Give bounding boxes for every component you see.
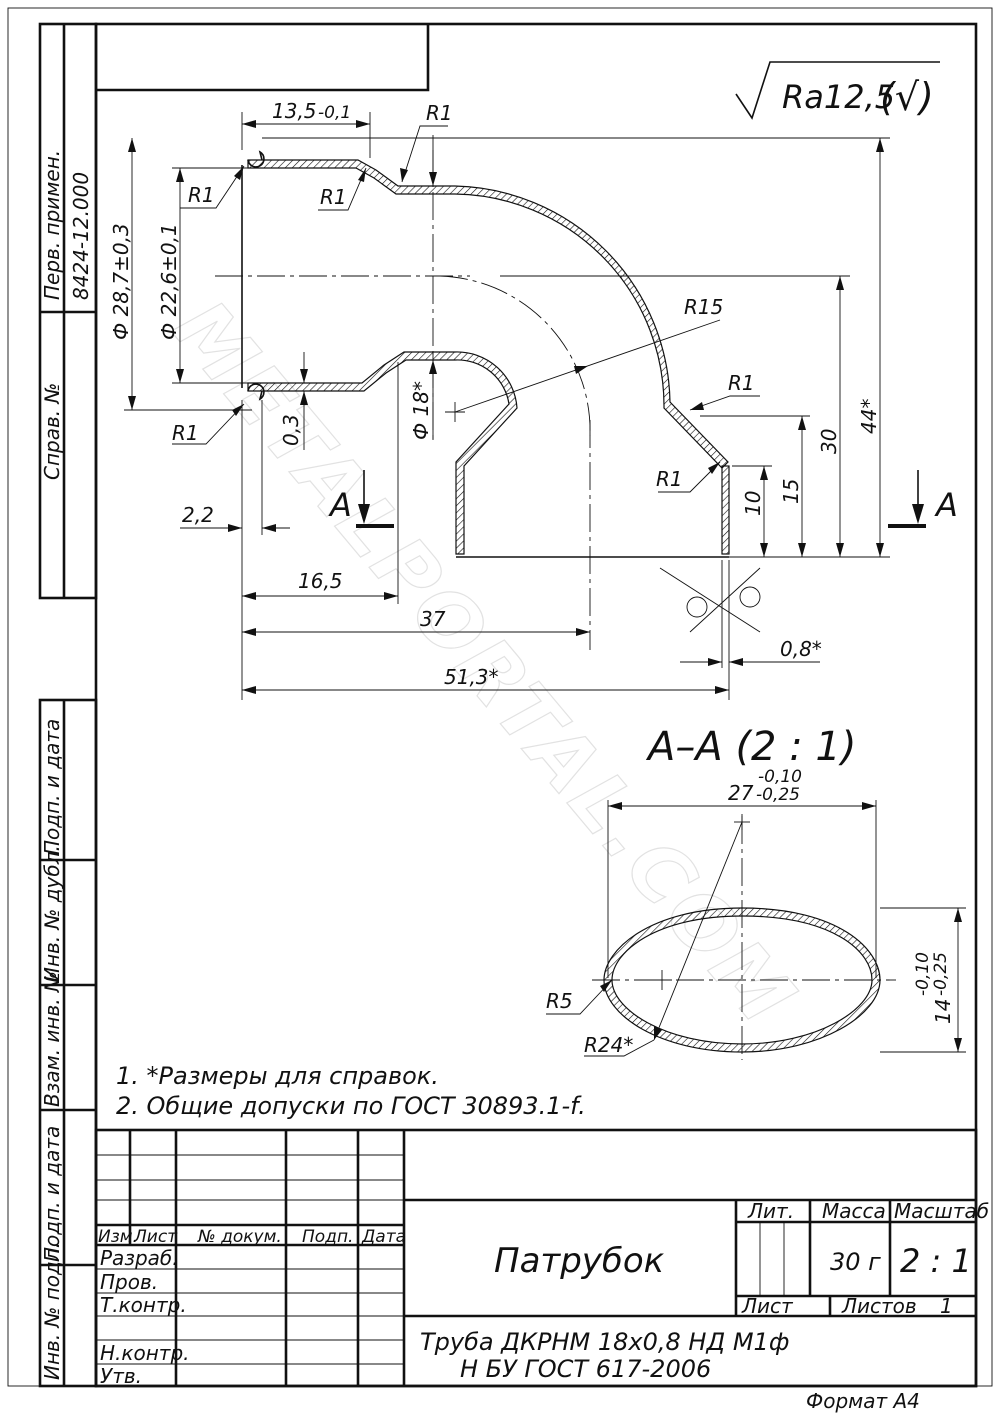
role-razrab: Разраб. xyxy=(100,1246,179,1270)
hdr-podp: Подп. xyxy=(302,1227,353,1247)
dim-0-3: 0,3 xyxy=(279,414,303,446)
dim-13-5: 13,5 xyxy=(272,99,317,123)
dim-10: 10 xyxy=(741,491,765,516)
role-nkontr: Н.контр. xyxy=(100,1341,190,1365)
dim-44: 44* xyxy=(857,399,881,434)
list-label: Лист xyxy=(741,1294,794,1318)
section-r5: R5 xyxy=(546,989,573,1013)
note-2: 2. Общие допуски по ГОСТ 30893.1-f. xyxy=(116,1092,586,1120)
listov-value: 1 xyxy=(940,1294,953,1318)
podp-data-label-1: Подп. и дата xyxy=(40,719,64,855)
masshtab-label: Масштаб xyxy=(894,1199,989,1223)
dim-r1-left-lower: R1 xyxy=(172,421,199,445)
main-view: 13,5 -0,1 R1 R1 R1 Ф 28,7±0,3 Ф 22,6±0,1 xyxy=(109,99,958,700)
section-width-tol-upper: -0,10 xyxy=(758,767,802,787)
massa-label: Масса xyxy=(822,1199,886,1223)
material-line-1: Труба ДКРНМ 18х0,8 НД М1ф xyxy=(420,1328,789,1356)
hdr-doc: № докум. xyxy=(197,1227,282,1247)
section-height-tol-lower: -0,25 xyxy=(931,952,951,996)
section-mark-right: A xyxy=(888,470,958,528)
dim-r1-mid-upper: R1 xyxy=(320,185,347,209)
dim-2-2: 2,2 xyxy=(182,503,214,527)
podp-data-label-2: Подп. и дата xyxy=(40,1126,64,1262)
lit-label: Лит. xyxy=(747,1199,794,1223)
material-line-2: Н БУ ГОСТ 617-2006 xyxy=(460,1355,711,1383)
role-tkontr: Т.контр. xyxy=(100,1293,187,1317)
hdr-izm: Изм. xyxy=(98,1227,138,1247)
dim-0-8: 0,8* xyxy=(780,637,822,661)
side-labels: Перв. примен. 8424-12.000 Справ. № Подп.… xyxy=(40,150,93,1380)
massa-value: 30 г xyxy=(830,1248,881,1276)
section-width-tol-lower: -0,25 xyxy=(756,785,800,805)
part-name: Патрубок xyxy=(494,1241,665,1281)
inv-dubl-label: Инв. № дубл. xyxy=(40,845,64,982)
dim-phi-22-6: Ф 22,6±0,1 xyxy=(157,223,181,340)
sprav-no-label: Справ. № xyxy=(40,383,64,480)
dim-30: 30 xyxy=(817,429,841,454)
pipe-lower-wall xyxy=(247,351,518,555)
surface-finish-symbol: Ra12,5 (√) xyxy=(735,61,940,120)
dim-13-5-tol: -0,1 xyxy=(318,103,351,123)
hdr-list: Лист xyxy=(133,1227,178,1247)
section-height: 14 xyxy=(931,999,955,1024)
role-prov: Пров. xyxy=(100,1270,158,1294)
note-1: 1. *Размеры для справок. xyxy=(116,1062,439,1090)
svg-text:A: A xyxy=(328,486,352,524)
dim-r1-top: R1 xyxy=(426,101,453,125)
dim-phi-18: Ф 18* xyxy=(409,381,433,440)
dim-15: 15 xyxy=(779,479,803,504)
title-block: Изм. Лист № докум. Подп. Дата Разраб. Пр… xyxy=(94,1128,989,1388)
dim-37: 37 xyxy=(420,607,446,631)
dim-r1-bottom-right: R1 xyxy=(656,467,683,491)
section-title: A–A (2 : 1) xyxy=(645,724,856,770)
section-mark-left: A xyxy=(328,470,394,528)
notes: 1. *Размеры для справок. 2. Общие допуск… xyxy=(116,1062,586,1120)
dim-phi-28-7: Ф 28,7±0,3 xyxy=(109,223,133,340)
perv-primen-title: Перв. примен. xyxy=(40,150,64,300)
dim-16-5: 16,5 xyxy=(298,569,343,593)
roughness-value: Ra12,5 xyxy=(782,78,895,116)
section-view: A–A (2 : 1) 27 -0,10 -0,25 14 -0,10 -0,2… xyxy=(546,724,966,1060)
vzam-inv-label: Взам. инв. № xyxy=(40,971,64,1107)
listov-label: Листов xyxy=(841,1294,917,1318)
roughness-check: (√) xyxy=(880,75,934,119)
section-width: 27 xyxy=(728,781,754,805)
masshtab-value: 2 : 1 xyxy=(900,1242,972,1280)
dim-r1-left-upper: R1 xyxy=(188,183,215,207)
dim-51-3: 51,3* xyxy=(444,665,499,689)
hdr-data: Дата xyxy=(361,1227,406,1247)
dim-r1-right: R1 xyxy=(728,371,755,395)
dim-r15: R15 xyxy=(684,295,723,319)
section-r24: R24* xyxy=(584,1033,633,1057)
perv-primen-value: 8424-12.000 xyxy=(69,172,93,300)
section-height-tol-upper: -0,10 xyxy=(913,952,933,996)
format-label: Формат А4 xyxy=(806,1389,920,1413)
svg-text:A: A xyxy=(934,486,958,524)
inv-podl-label: Инв. № подл. xyxy=(40,1242,64,1380)
role-utv: Утв. xyxy=(100,1364,142,1388)
